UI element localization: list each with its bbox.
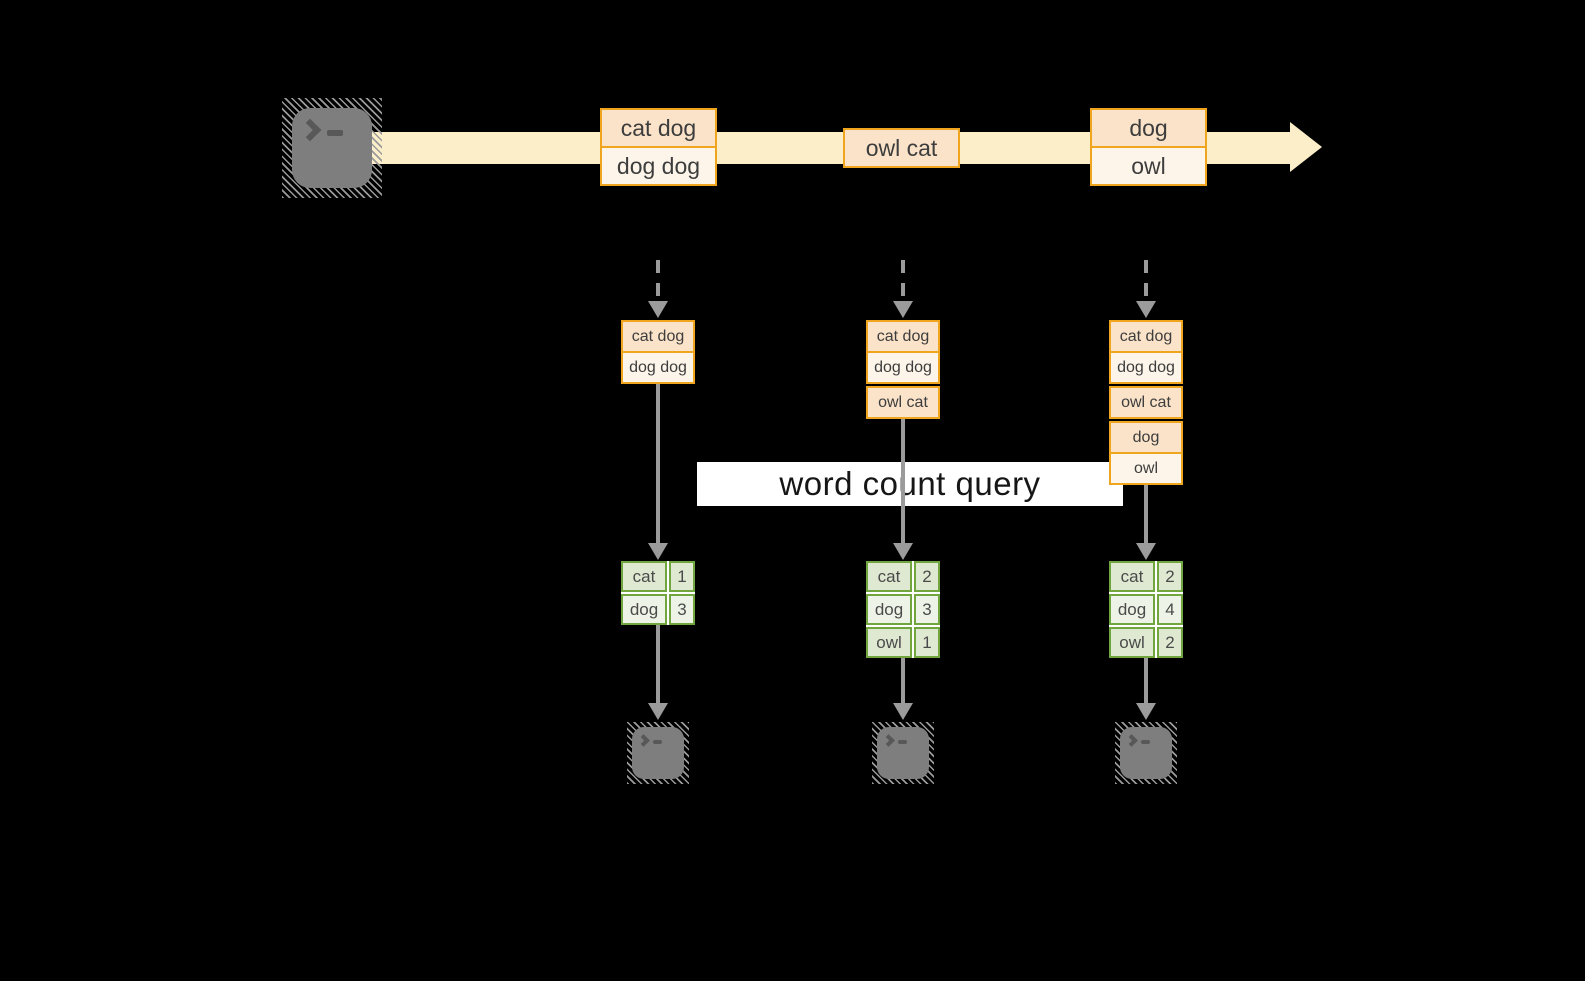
stream-record: dog <box>1111 423 1181 452</box>
stream-batch-box: owl cat <box>843 128 960 168</box>
result-count-cell: 3 <box>914 594 940 625</box>
stream-record: owl cat <box>868 388 938 417</box>
result-word-cell: cat <box>1109 561 1155 592</box>
terminal-prompt-icon <box>1125 734 1150 747</box>
output-arrowhead <box>648 703 668 720</box>
sink-terminal-icon <box>872 722 934 784</box>
trigger-arrowhead <box>1136 301 1156 318</box>
stream-record: dog dog <box>868 351 938 382</box>
terminal-window-shape <box>292 108 372 188</box>
query-label: word count query <box>697 462 1123 506</box>
result-word-cell: dog <box>1109 594 1155 625</box>
stream-record: dog dog <box>602 146 715 184</box>
result-count-cell: 2 <box>1157 627 1183 658</box>
state-batch-group: owl cat <box>866 386 940 419</box>
prompt-cursor-icon <box>653 740 662 744</box>
result-count-cell: 3 <box>669 594 695 625</box>
output-arrowhead <box>1136 703 1156 720</box>
query-arrowhead <box>648 543 668 560</box>
result-word-cell: cat <box>866 561 912 592</box>
stream-record: dog <box>1092 110 1205 146</box>
terminal-prompt-icon <box>298 118 343 142</box>
terminal-window-shape <box>1120 727 1172 779</box>
sink-terminal-icon <box>627 722 689 784</box>
stream-record: cat dog <box>623 322 693 351</box>
trigger-arrowhead <box>893 301 913 318</box>
stream-record: dog dog <box>1111 351 1181 382</box>
source-terminal-icon <box>282 98 382 198</box>
stream-record: dog dog <box>623 351 693 382</box>
micro-batch-trigger-arrow <box>901 260 905 302</box>
output-arrowhead <box>893 703 913 720</box>
stream-timeline-arrowhead <box>1290 122 1322 172</box>
terminal-prompt-icon <box>637 734 662 747</box>
trigger-arrowhead <box>648 301 668 318</box>
stream-record: cat dog <box>1111 322 1181 351</box>
result-count-cell: 2 <box>1157 561 1183 592</box>
terminal-prompt-icon <box>882 734 907 747</box>
result-word-cell: cat <box>621 561 667 592</box>
sink-terminal-icon <box>1115 722 1177 784</box>
prompt-chevron-icon <box>298 118 322 142</box>
result-word-cell: owl <box>1109 627 1155 658</box>
result-count-cell: 1 <box>669 561 695 592</box>
result-word-cell: dog <box>866 594 912 625</box>
state-batch-group: owl cat <box>1109 386 1183 419</box>
prompt-cursor-icon <box>327 130 343 136</box>
query-arrow <box>656 384 660 543</box>
micro-batch-trigger-arrow <box>1144 260 1148 302</box>
stream-record: owl <box>1092 146 1205 184</box>
prompt-chevron-icon <box>882 734 895 747</box>
stream-record: cat dog <box>602 110 715 146</box>
query-arrow <box>901 419 905 543</box>
stream-record: owl cat <box>845 130 958 166</box>
result-count-cell: 4 <box>1157 594 1183 625</box>
micro-batch-trigger-arrow <box>656 260 660 302</box>
prompt-cursor-icon <box>1141 740 1150 744</box>
query-arrow <box>1144 485 1148 543</box>
output-arrow <box>1144 658 1148 703</box>
output-arrow <box>901 658 905 703</box>
stream-record: cat dog <box>868 322 938 351</box>
result-count-cell: 2 <box>914 561 940 592</box>
terminal-window-shape <box>632 727 684 779</box>
query-label-text: word count query <box>779 465 1041 502</box>
output-arrow <box>656 625 660 703</box>
prompt-cursor-icon <box>898 740 907 744</box>
stream-record: owl cat <box>1111 388 1181 417</box>
stream-record: owl <box>1111 452 1181 483</box>
query-arrowhead <box>1136 543 1156 560</box>
result-word-cell: owl <box>866 627 912 658</box>
result-count-cell: 1 <box>914 627 940 658</box>
query-arrowhead <box>893 543 913 560</box>
result-word-cell: dog <box>621 594 667 625</box>
prompt-chevron-icon <box>1125 734 1138 747</box>
terminal-window-shape <box>877 727 929 779</box>
prompt-chevron-icon <box>637 734 650 747</box>
